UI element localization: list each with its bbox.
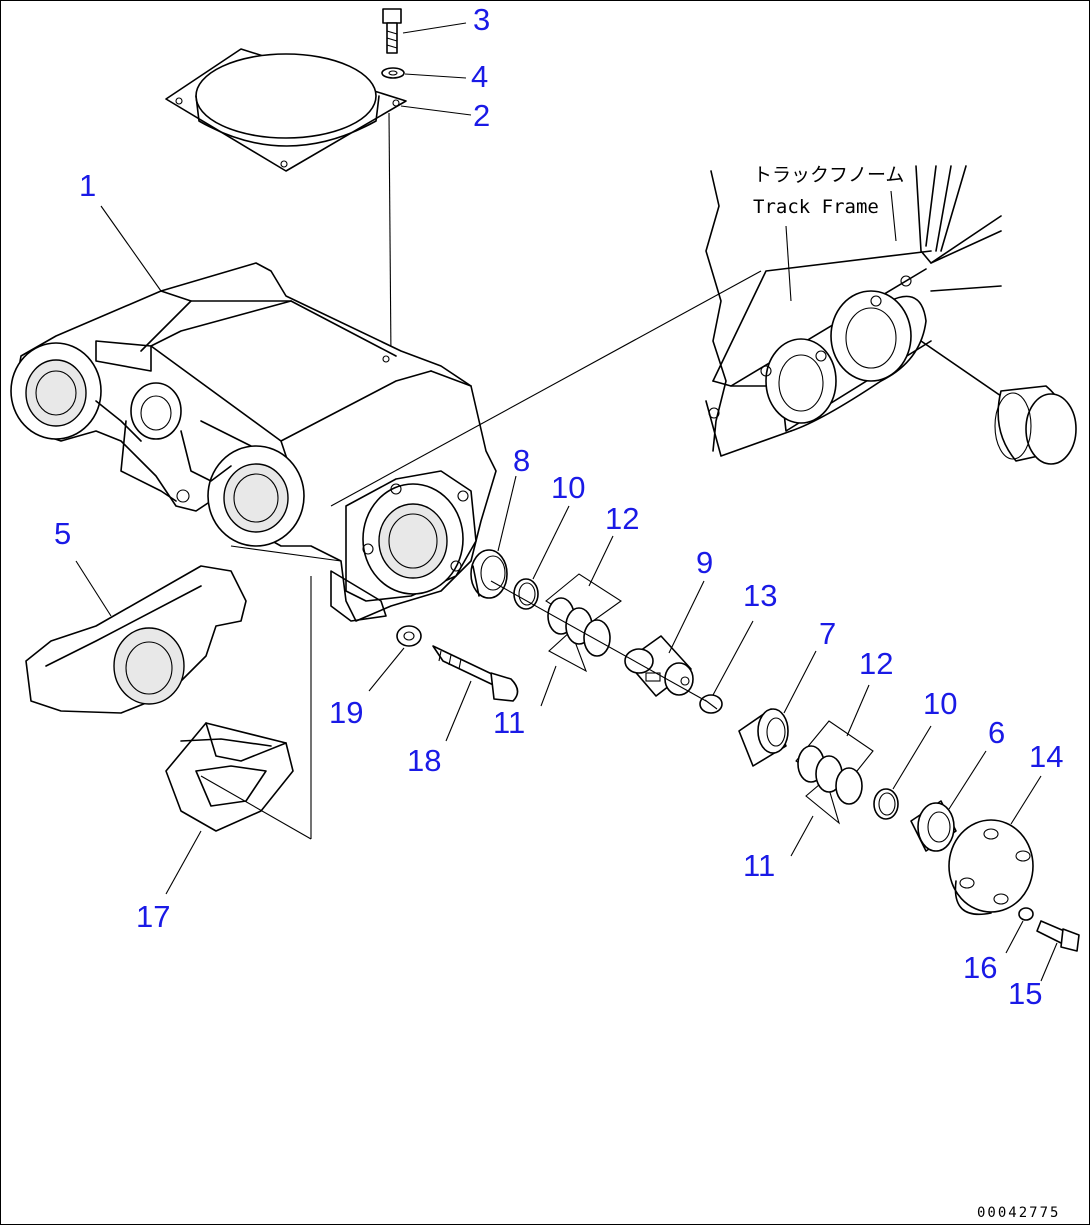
callout-17: 17 bbox=[136, 899, 170, 934]
callout-4: 4 bbox=[471, 59, 488, 94]
callout-7: 7 bbox=[819, 616, 836, 651]
part-19-washer bbox=[368, 625, 422, 692]
assembly-axis-upper bbox=[330, 270, 762, 507]
callout-5: 5 bbox=[54, 516, 71, 551]
part-16-washer bbox=[1005, 907, 1034, 954]
part-8-seal bbox=[470, 475, 517, 599]
part-15-bolt bbox=[1036, 920, 1080, 982]
part-14-cover-plate bbox=[948, 775, 1042, 915]
part-1-body bbox=[10, 205, 497, 622]
track-frame-label-en: Track Frame bbox=[753, 196, 879, 218]
callout-2: 2 bbox=[473, 98, 490, 133]
part-2-cover bbox=[165, 48, 472, 360]
part-9-pin bbox=[624, 580, 705, 697]
part-13-plug bbox=[699, 620, 754, 714]
callout-11-lower: 11 bbox=[743, 848, 775, 883]
part-3-bolt bbox=[382, 8, 467, 54]
part-10-snap-ring-upper bbox=[513, 505, 570, 610]
part-17-block bbox=[165, 545, 342, 895]
frame-pin-end bbox=[994, 385, 1077, 465]
callout-3: 3 bbox=[473, 2, 490, 37]
track-frame-label-jp: トラックフノーム bbox=[753, 164, 904, 186]
part-4-washer bbox=[381, 67, 467, 79]
callout-16: 16 bbox=[963, 950, 997, 985]
callout-9: 9 bbox=[696, 545, 713, 580]
callout-11-upper: 11 bbox=[493, 705, 525, 740]
callout-12-lower: 12 bbox=[859, 646, 893, 681]
callout-15: 15 bbox=[1008, 976, 1042, 1011]
part-11-12-upper bbox=[540, 535, 622, 707]
callout-12-upper: 12 bbox=[605, 501, 639, 536]
callout-13: 13 bbox=[743, 578, 777, 613]
callout-6: 6 bbox=[988, 715, 1005, 750]
callout-10-lower: 10 bbox=[923, 686, 957, 721]
part-18-bolt bbox=[432, 645, 519, 742]
callout-14: 14 bbox=[1029, 739, 1063, 774]
part-5-side-cover bbox=[25, 560, 247, 714]
callout-labels: 3 4 2 1 5 8 10 12 9 13 7 12 10 6 14 19 1… bbox=[54, 2, 1063, 1011]
callout-8: 8 bbox=[513, 443, 530, 478]
part-6-seal-ring bbox=[910, 750, 987, 852]
assembly-axis-lower bbox=[490, 580, 707, 702]
part-11-12-lower bbox=[790, 684, 874, 857]
part-7-seal bbox=[738, 650, 817, 767]
document-id: 00042775 bbox=[977, 1205, 1060, 1221]
callout-18: 18 bbox=[407, 743, 441, 778]
track-frame: トラックフノーム Track Frame bbox=[705, 164, 1002, 457]
callout-10-upper: 10 bbox=[551, 470, 585, 505]
callout-19: 19 bbox=[329, 695, 363, 730]
callout-1: 1 bbox=[79, 168, 96, 203]
part-10-snap-ring-lower bbox=[873, 725, 932, 820]
